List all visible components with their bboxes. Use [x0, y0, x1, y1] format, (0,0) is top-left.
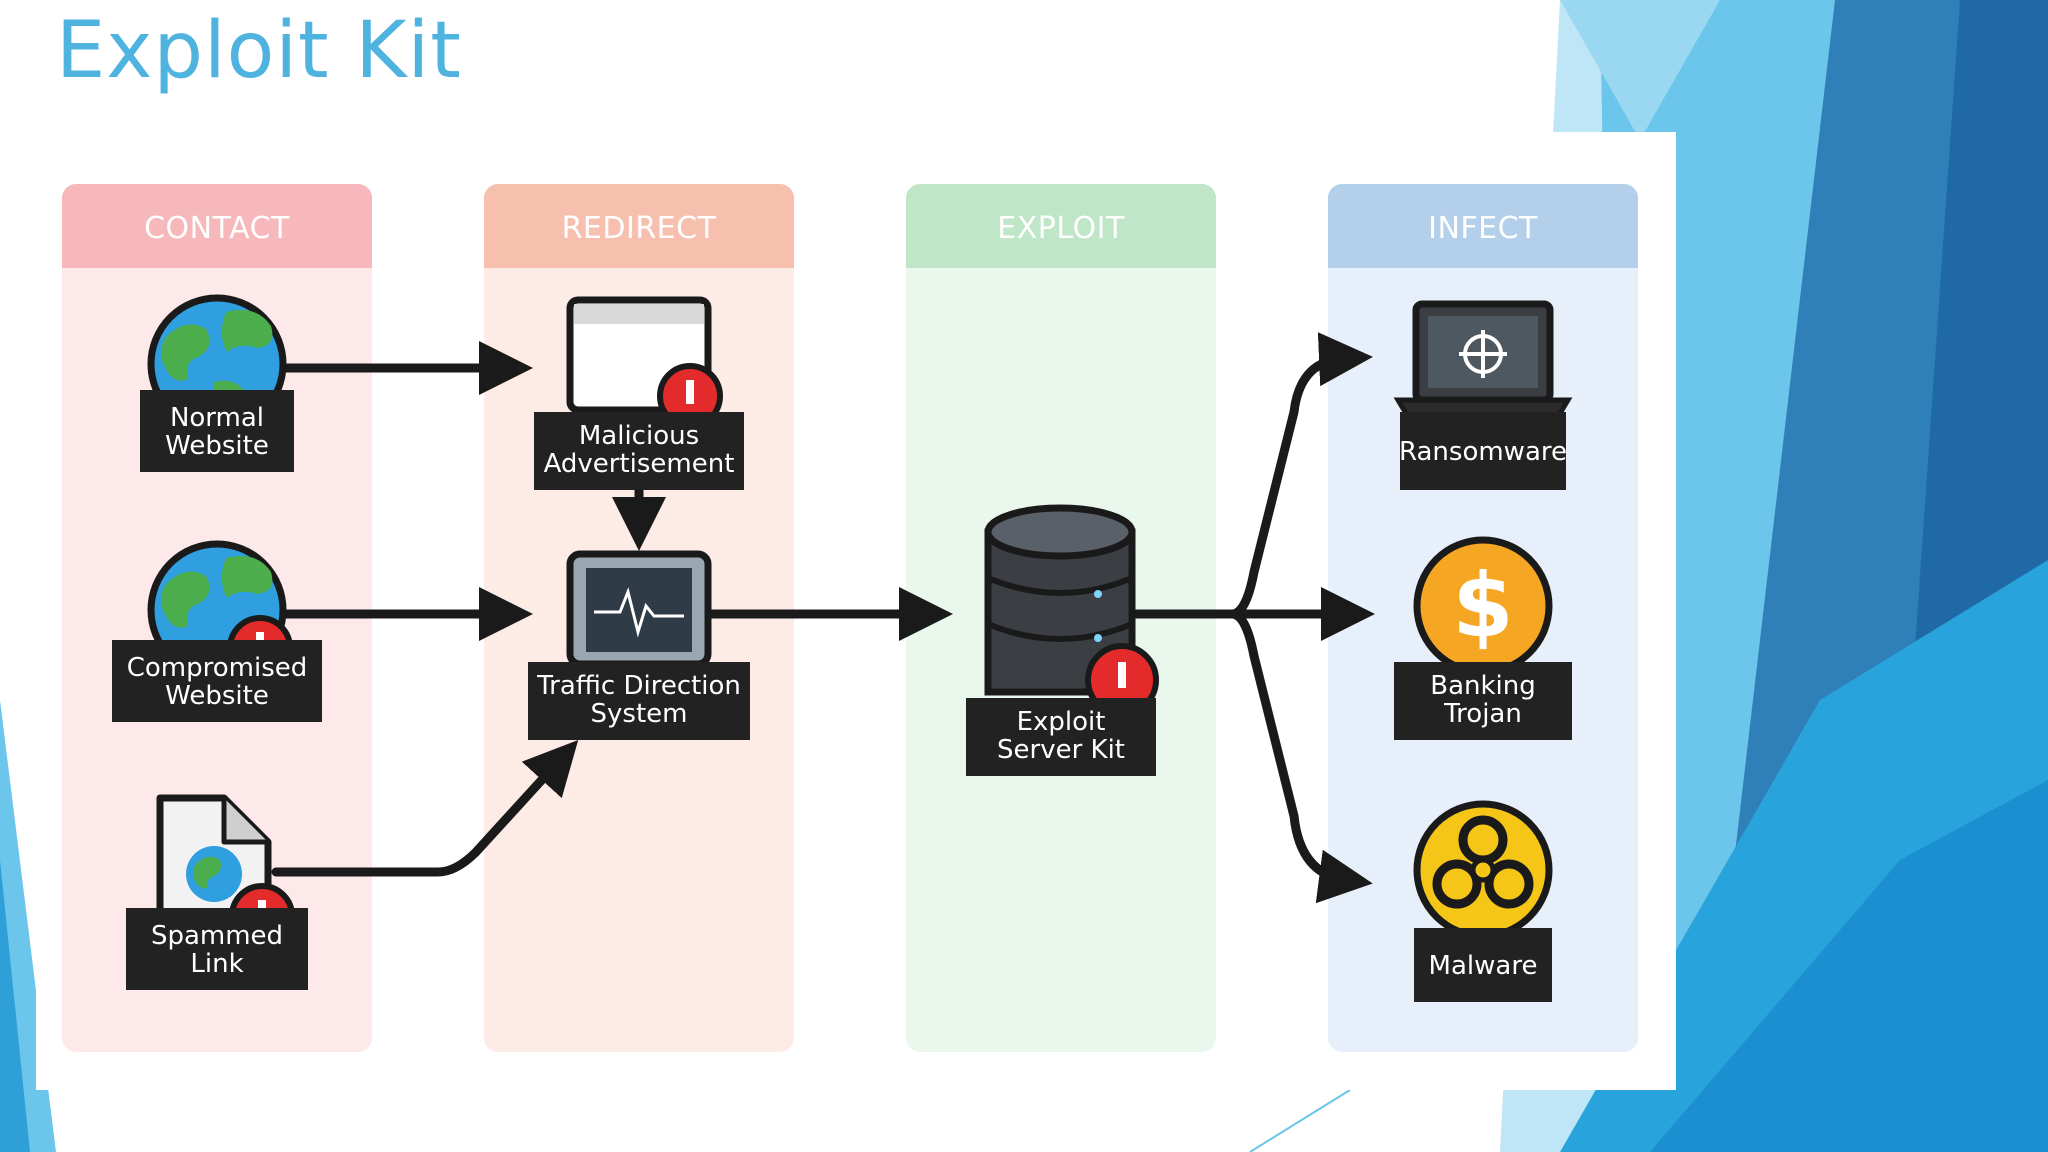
node-malware: Malware	[1413, 800, 1553, 1002]
flow-arrows	[271, 332, 1375, 904]
exploit-kit-label-line2: Server Kit	[997, 735, 1125, 765]
browser-window-alert-icon	[566, 296, 723, 429]
spammed-link-label-line2: Link	[190, 949, 243, 979]
dollar-coin-icon: $	[1413, 536, 1553, 676]
biohazard-icon	[1413, 800, 1553, 940]
column-header-redirect: REDIRECT	[562, 211, 717, 246]
column-header-infect: INFECT	[1428, 211, 1538, 246]
diagram-panel: CONTACT REDIRECT EXPLOIT INFECT N	[36, 132, 1676, 1090]
slide-title: Exploit Kit	[56, 6, 462, 96]
monitor-pulse-icon	[566, 550, 712, 668]
node-normal-website: Normal Website	[140, 294, 294, 472]
tds-label-line1: Traffic Direction	[536, 671, 741, 701]
normal-website-label-line2: Website	[165, 431, 269, 461]
arrow-spam-to-tds	[271, 740, 579, 877]
compromised-website-label-line2: Website	[165, 681, 269, 711]
tds-label-line2: System	[591, 699, 688, 729]
column-header-exploit: EXPLOIT	[997, 211, 1125, 246]
node-malicious-advertisement: Malicious Advertisement	[534, 296, 744, 490]
column-header-contact: CONTACT	[144, 211, 290, 246]
malicious-ad-label-line2: Advertisement	[544, 449, 735, 479]
node-ransomware: Ransomware	[1393, 300, 1573, 490]
svg-text:$: $	[1452, 554, 1513, 657]
node-spammed-link: Spammed Link	[126, 794, 308, 990]
banking-trojan-label-line1: Banking	[1430, 671, 1536, 701]
spammed-link-label-line1: Spammed	[151, 921, 283, 951]
node-exploit-server-kit: Exploit Server Kit	[966, 504, 1159, 776]
normal-website-label-line1: Normal	[170, 403, 264, 433]
malware-label: Malware	[1429, 951, 1538, 981]
laptop-target-icon	[1393, 300, 1573, 423]
arrow-exploit-to-malware	[1227, 609, 1373, 904]
compromised-website-label-line1: Compromised	[127, 653, 308, 683]
malicious-ad-label-line1: Malicious	[579, 421, 699, 451]
node-compromised-website: Compromised Website	[112, 540, 322, 722]
arrow-exploit-to-ransomware	[1227, 332, 1373, 619]
banking-trojan-label-line2: Trojan	[1443, 699, 1522, 729]
node-banking-trojan: $ Banking Trojan	[1394, 536, 1572, 740]
database-alert-icon	[984, 504, 1159, 717]
exploit-kit-label-line1: Exploit	[1017, 707, 1106, 737]
ransomware-label: Ransomware	[1399, 437, 1567, 467]
exploit-kit-diagram: CONTACT REDIRECT EXPLOIT INFECT N	[62, 184, 1638, 1052]
node-traffic-direction-system: Traffic Direction System	[528, 550, 750, 740]
